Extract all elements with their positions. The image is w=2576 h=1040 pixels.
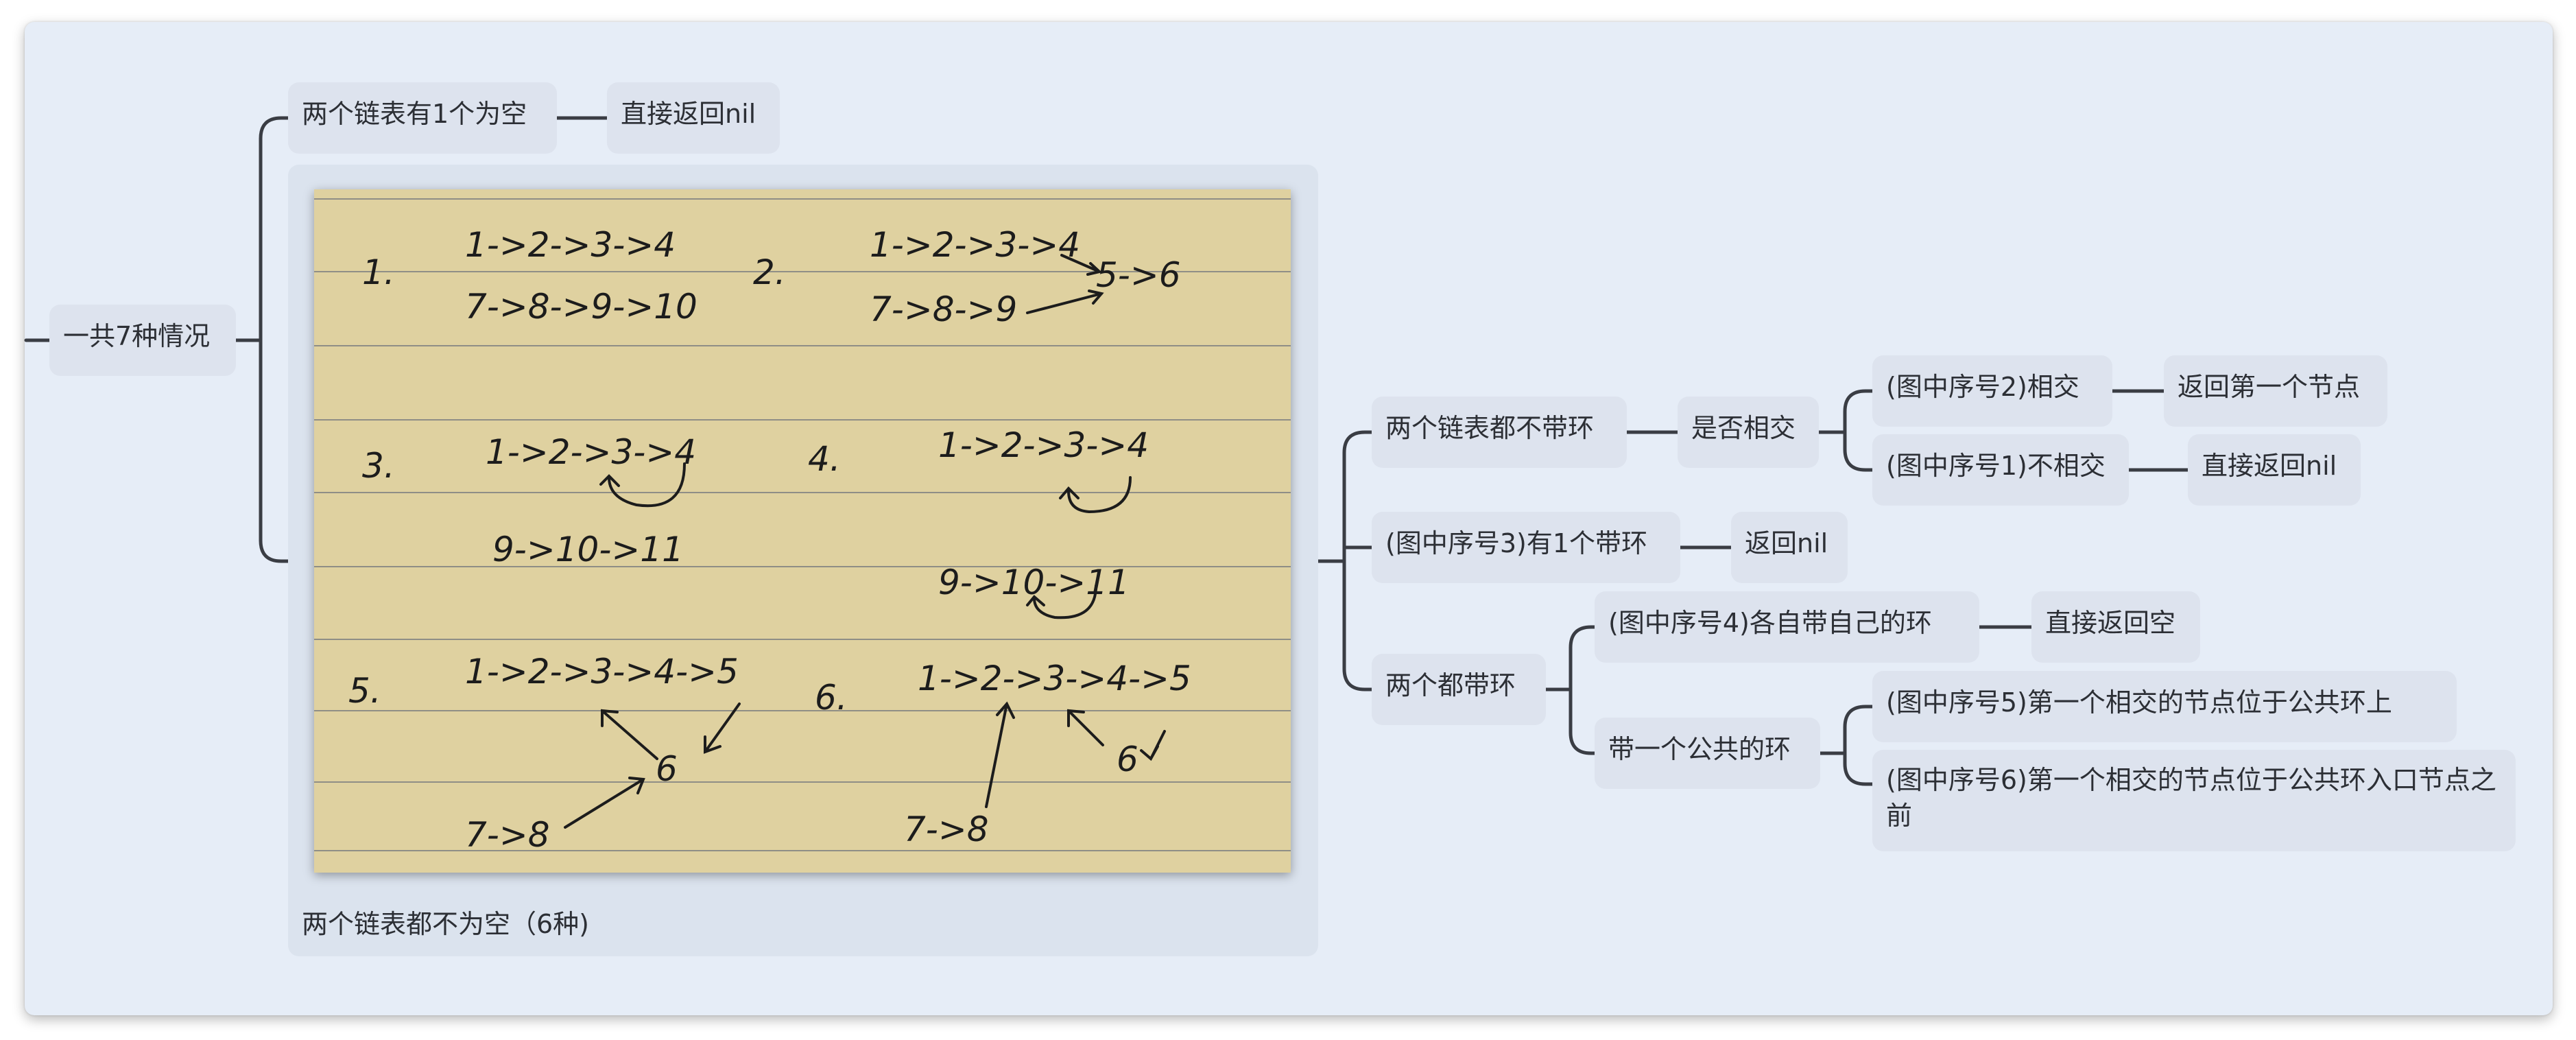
one-cycle-result-label: 返回nil — [1745, 528, 1828, 558]
case-5-node[interactable]: (图中序号5)第一个相交的节点位于公共环上 — [1872, 671, 2457, 742]
case-6-number: 6. — [815, 678, 848, 718]
intersect-question-node[interactable]: 是否相交 — [1678, 397, 1819, 468]
handwritten-sketch-image: 1. 1->2->3->4 7->8->9->10 2. 1->2->3->4 … — [314, 189, 1291, 873]
root-label: 一共7种情况 — [63, 321, 211, 351]
case-1-number: 1. — [362, 252, 395, 292]
one-cycle-result-node[interactable]: 返回nil — [1731, 512, 1848, 583]
case-6-label: (图中序号6)第一个相交的节点位于公共环入口节点之前 — [1886, 765, 2496, 831]
nonempty-group-label: 两个链表都不为空（6种) — [302, 909, 590, 939]
own-cycle-result-label: 直接返回空 — [2045, 608, 2176, 638]
intersect-question-label: 是否相交 — [1691, 413, 1796, 443]
return-nil-label: 直接返回nil — [621, 99, 756, 129]
case-3-number: 3. — [362, 446, 395, 486]
case-1-line1: 1->2->3->4 — [465, 225, 676, 265]
intersect-label: (图中序号2)相交 — [1886, 372, 2079, 402]
empty-list-label: 两个链表有1个为空 — [302, 99, 527, 129]
not-intersect-label: (图中序号1)不相交 — [1886, 451, 2106, 481]
case-4-line1: 1->2->3->4 — [938, 425, 1149, 465]
root-node[interactable]: 一共7种情况 — [49, 305, 236, 376]
empty-list-node[interactable]: 两个链表有1个为空 — [288, 82, 557, 154]
return-first-node[interactable]: 返回第一个节点 — [2164, 355, 2387, 427]
no-cycle-label: 两个链表都不带环 — [1385, 413, 1595, 443]
own-cycle-label: (图中序号4)各自带自己的环 — [1608, 608, 1932, 638]
return-first-label: 返回第一个节点 — [2178, 372, 2361, 402]
return-nil-node[interactable]: 直接返回nil — [607, 82, 780, 154]
not-intersect-result-node[interactable]: 直接返回nil — [2188, 434, 2361, 506]
own-cycle-node[interactable]: (图中序号4)各自带自己的环 — [1595, 591, 1979, 663]
case-2-number: 2. — [753, 252, 786, 292]
case-6-node: 6 — [1117, 740, 1138, 779]
shared-cycle-label: 带一个公共的环 — [1608, 734, 1791, 764]
shared-cycle-node[interactable]: 带一个公共的环 — [1595, 718, 1820, 789]
case-2-line1: 1->2->3->4 — [870, 225, 1080, 265]
own-cycle-result-node[interactable]: 直接返回空 — [2031, 591, 2200, 663]
not-intersect-node[interactable]: (图中序号1)不相交 — [1872, 434, 2129, 506]
case-4-number: 4. — [808, 439, 841, 479]
one-cycle-label: (图中序号3)有1个带环 — [1385, 528, 1648, 558]
case-5-number: 5. — [348, 671, 381, 711]
both-cycle-label: 两个都带环 — [1385, 670, 1516, 700]
case-5-label: (图中序号5)第一个相交的节点位于公共环上 — [1886, 687, 2392, 718]
case-6-line2: 7->8 — [904, 809, 989, 849]
case-5-line1: 1->2->3->4->5 — [465, 652, 739, 692]
both-cycle-node[interactable]: 两个都带环 — [1372, 654, 1546, 725]
case-2-line2: 7->8->9 — [870, 289, 1017, 329]
case-3-line1: 1->2->3->4 — [486, 432, 696, 472]
case-2-tail: 5->6 — [1096, 255, 1181, 295]
case-5-node: 6 — [656, 749, 678, 789]
case-6-line1: 1->2->3->4->5 — [918, 659, 1191, 698]
one-cycle-node[interactable]: (图中序号3)有1个带环 — [1372, 512, 1680, 583]
case-1-line2: 7->8->9->10 — [465, 287, 697, 327]
intersect-node[interactable]: (图中序号2)相交 — [1872, 355, 2112, 427]
case-3-line2: 9->10->11 — [492, 530, 684, 569]
case-5-line2: 7->8 — [465, 815, 550, 855]
case-6-node[interactable]: (图中序号6)第一个相交的节点位于公共环入口节点之前 — [1872, 750, 2516, 851]
not-intersect-result-label: 直接返回nil — [2202, 451, 2337, 481]
no-cycle-node[interactable]: 两个链表都不带环 — [1372, 397, 1627, 468]
